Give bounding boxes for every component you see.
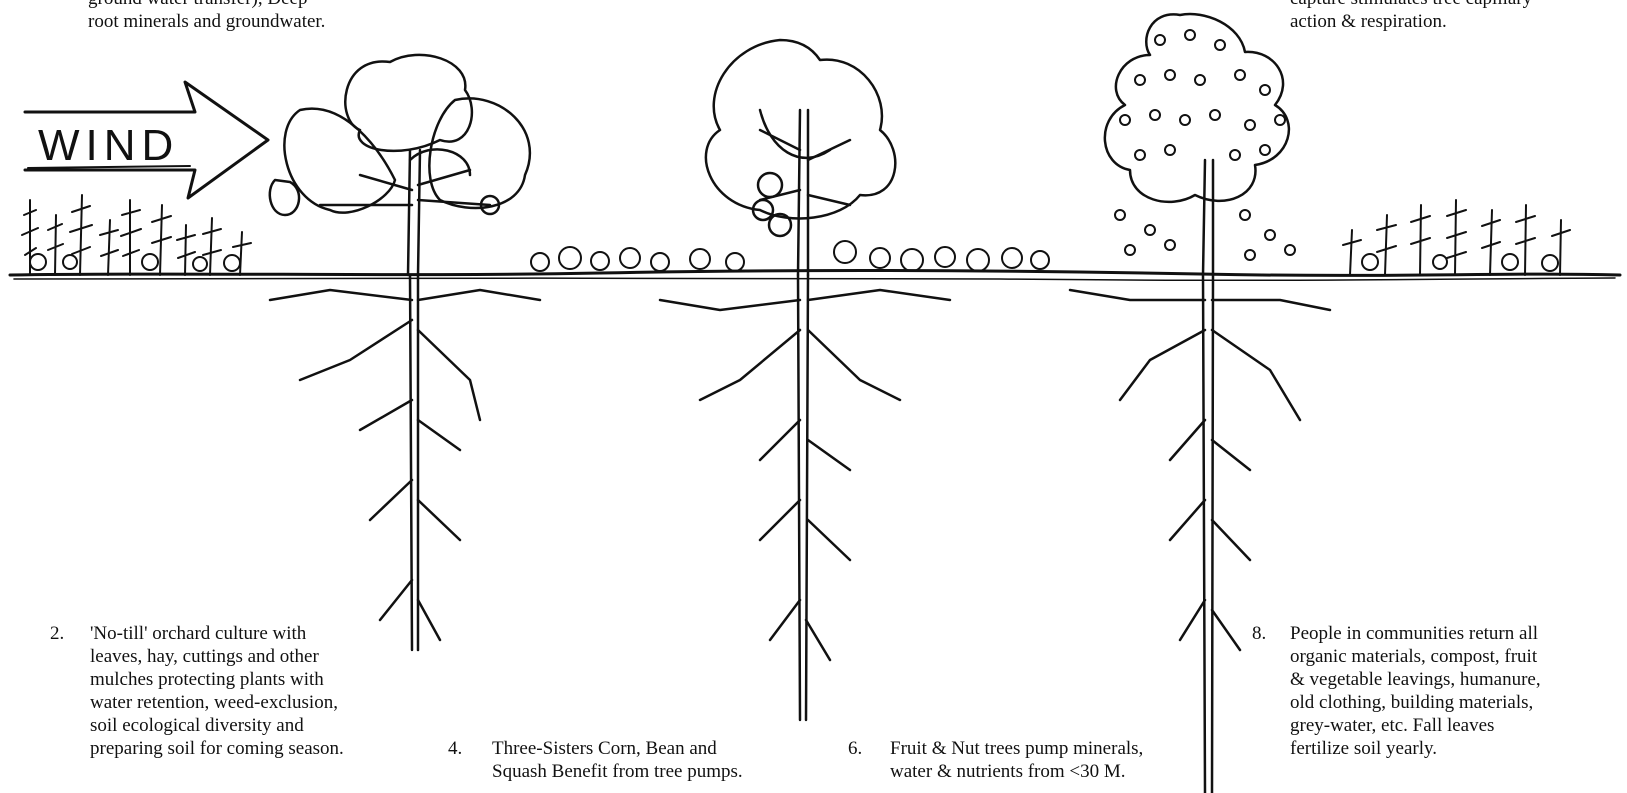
note-6-line: water & nutrients from <30 M. xyxy=(890,760,1143,783)
note-2-line: water retention, weed-exclusion, xyxy=(90,691,344,714)
note-top-right-line: capture stimulates tree capillary xyxy=(1290,0,1532,10)
ground-line-2 xyxy=(14,278,1615,280)
note-top-left-line: root minerals and groundwater. xyxy=(88,10,325,33)
note-2-number: 2. xyxy=(50,622,64,645)
note-top-right: capture stimulates tree capillary action… xyxy=(1290,0,1532,33)
note-2-line: leaves, hay, cuttings and other xyxy=(90,645,344,668)
note-8-line: grey-water, etc. Fall leaves xyxy=(1290,714,1541,737)
crop-row-right xyxy=(1343,200,1570,275)
note-4-line: Squash Benefit from tree pumps. xyxy=(492,760,743,783)
note-top-left: ground water transfer), Deep- root miner… xyxy=(88,0,325,33)
note-top-right-line: action & respiration. xyxy=(1290,10,1532,33)
wind-label: WIND xyxy=(38,121,179,170)
note-6: Fruit & Nut trees pump minerals, water &… xyxy=(890,737,1143,783)
ground-cover-middle xyxy=(531,241,1049,271)
note-8-line: & vegetable leavings, humanure, xyxy=(1290,668,1541,691)
note-2-line: soil ecological diversity and xyxy=(90,714,344,737)
note-8-number: 8. xyxy=(1252,622,1266,645)
note-8-line: old clothing, building materials, xyxy=(1290,691,1541,714)
note-8-line: People in communities return all xyxy=(1290,622,1541,645)
note-2: 'No-till' orchard culture with leaves, h… xyxy=(90,622,344,760)
crop-row-left xyxy=(22,195,251,275)
note-8-line: fertilize soil yearly. xyxy=(1290,737,1541,760)
tree-left xyxy=(270,55,540,650)
note-8: People in communities return all organic… xyxy=(1290,622,1541,760)
note-top-left-line: ground water transfer), Deep- xyxy=(88,0,325,10)
note-4: Three-Sisters Corn, Bean and Squash Bene… xyxy=(492,737,743,783)
note-8-line: organic materials, compost, fruit xyxy=(1290,645,1541,668)
note-2-line: mulches protecting plants with xyxy=(90,668,344,691)
note-4-line: Three-Sisters Corn, Bean and xyxy=(492,737,743,760)
note-2-line: 'No-till' orchard culture with xyxy=(90,622,344,645)
ground-line xyxy=(10,270,1620,275)
tree-middle xyxy=(660,40,950,720)
wind-arrow: WIND xyxy=(25,82,268,198)
note-4-number: 4. xyxy=(448,737,462,760)
note-2-line: preparing soil for coming season. xyxy=(90,737,344,760)
note-6-number: 6. xyxy=(848,737,862,760)
note-6-line: Fruit & Nut trees pump minerals, xyxy=(890,737,1143,760)
